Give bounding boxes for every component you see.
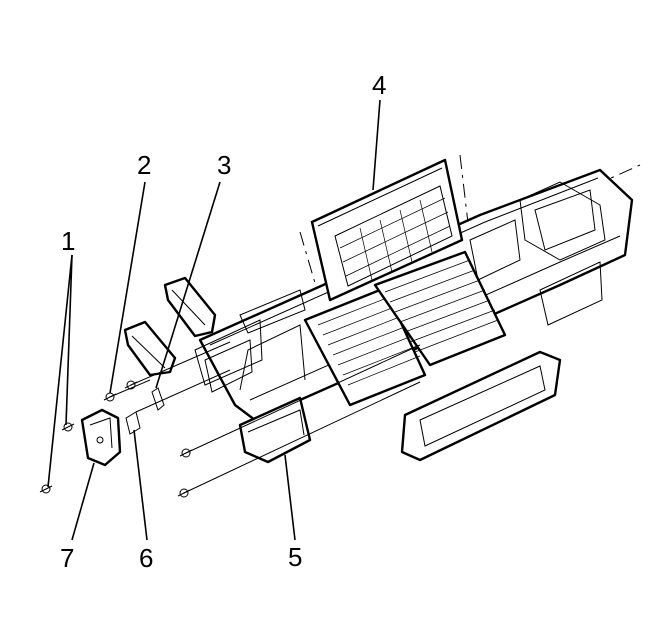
leader-6 <box>133 429 148 541</box>
filter-element-right <box>373 250 507 367</box>
callout-5: 5 <box>288 542 303 572</box>
callout-1: 1 <box>61 226 76 256</box>
side-brackets <box>123 276 217 377</box>
callout-7: 7 <box>60 543 75 573</box>
callout-2: 2 <box>137 150 152 180</box>
lower-bracket <box>238 396 312 464</box>
leader-3 <box>155 181 221 389</box>
leader-5 <box>284 454 296 541</box>
gasket-seal <box>400 350 562 462</box>
leader-1a <box>47 254 73 488</box>
filter-element-left <box>303 286 427 407</box>
leader-4 <box>372 99 381 191</box>
axis-lines <box>109 341 421 494</box>
leader-1b <box>65 254 73 426</box>
leader-7 <box>71 462 95 541</box>
leader-lines <box>47 99 381 541</box>
callout-3: 3 <box>217 150 232 180</box>
actuator <box>80 408 122 467</box>
callout-4: 4 <box>372 70 387 100</box>
leader-2 <box>109 181 146 394</box>
access-cover <box>310 158 464 302</box>
callout-6: 6 <box>139 543 154 573</box>
